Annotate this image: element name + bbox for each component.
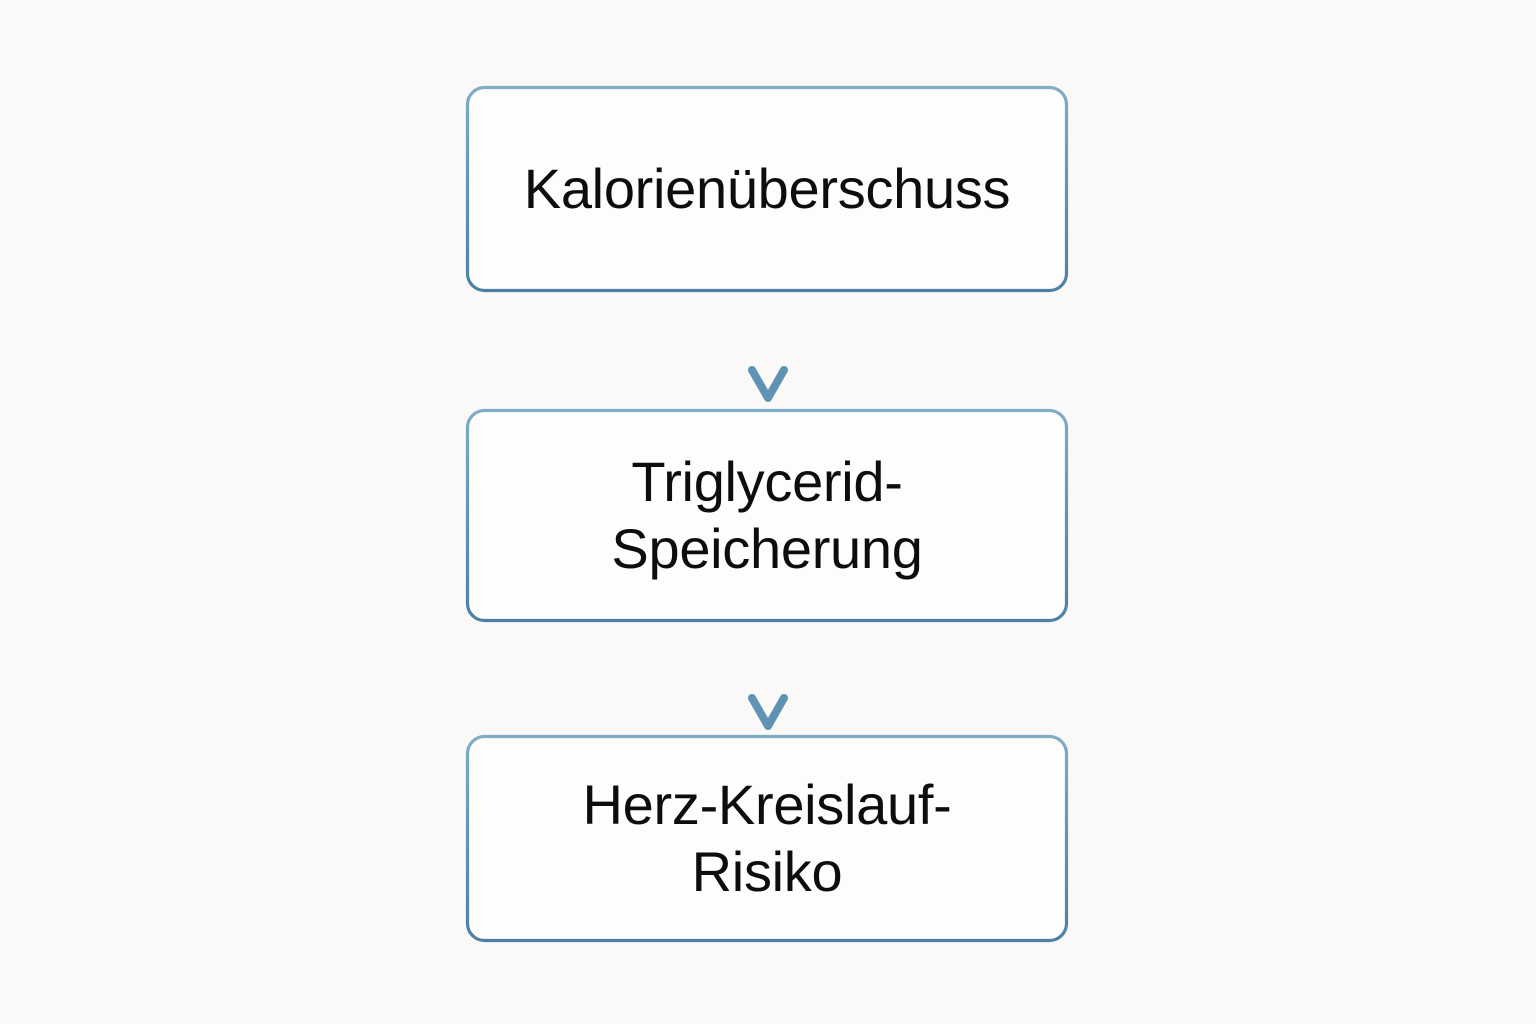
node-2-shape[interactable] (465, 408, 1069, 623)
node-kalorienueberschuss[interactable]: Kalorienüberschuss (466, 86, 1068, 292)
node-1-label: Kalorienüberschuss (523, 156, 1011, 220)
node-3-shape[interactable] (465, 734, 1069, 943)
connector-1 (748, 292, 788, 402)
connector-2 (748, 622, 788, 730)
node-herz-kreislauf-risiko[interactable]: Herz-Kreislauf- Risiko (466, 735, 1068, 942)
connector-2-arrowhead-icon (748, 694, 788, 730)
node-2-label: Triglycerid- Speicherung (611, 450, 923, 580)
node-1-shape[interactable] (465, 85, 1069, 293)
connector-1-arrowhead-icon (748, 366, 788, 402)
node-3-label: Herz-Kreislauf- Risiko (582, 773, 952, 903)
node-triglycerid-speicherung[interactable]: Triglycerid- Speicherung (466, 409, 1068, 622)
